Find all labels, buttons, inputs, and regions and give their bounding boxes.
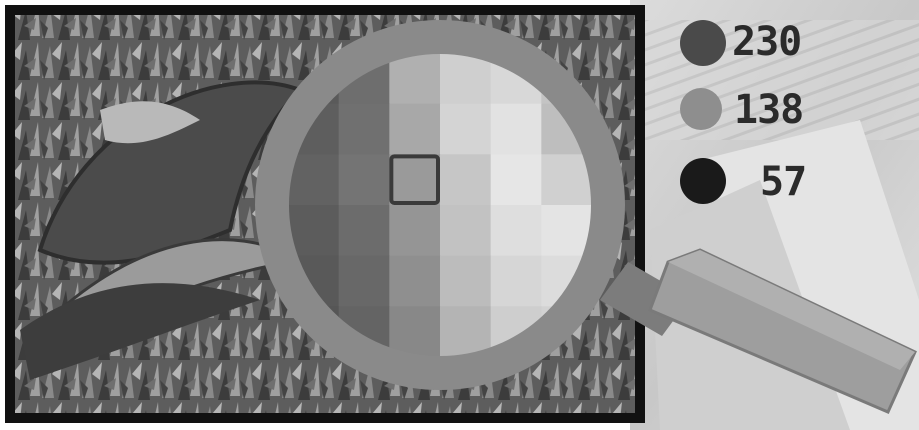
pixel-cell — [288, 205, 340, 257]
pixel-cell — [338, 103, 390, 155]
pixel-cell — [541, 205, 592, 257]
light-gray-dot-icon — [680, 88, 722, 130]
pixel-cell — [389, 154, 441, 206]
pixel-cell — [490, 103, 542, 155]
pixel-cell — [490, 205, 542, 257]
pixel-cell — [490, 255, 542, 307]
value-label-3: 57 — [760, 159, 807, 205]
pixel-cell — [288, 154, 340, 206]
photo-frame — [5, 5, 645, 423]
pixel-cell — [338, 154, 390, 206]
pixel-cell — [440, 103, 492, 155]
pixel-cell — [440, 53, 492, 105]
value-label-1: 230 — [732, 19, 802, 65]
pixel-cell — [541, 154, 592, 206]
black-dot-icon — [680, 158, 726, 204]
pixel-cell — [389, 53, 441, 105]
pixel-cell — [338, 205, 390, 257]
dark-gray-dot-icon — [680, 20, 726, 66]
pixel-cell — [490, 154, 542, 206]
pixel-cell — [389, 255, 441, 307]
magnifier-handle — [600, 248, 917, 414]
pixel-cell — [440, 205, 492, 257]
selected-pixel-marker — [389, 154, 441, 205]
pixel-cell — [440, 154, 492, 206]
magnified-pixel-grid — [288, 53, 592, 357]
pixel-cell — [389, 306, 441, 357]
plant-leaf-highlight — [100, 101, 200, 144]
value-label-2: 138 — [734, 87, 804, 133]
pixel-cell — [338, 255, 390, 307]
plant-leaf-lower — [20, 283, 260, 380]
magnifier-ring — [255, 20, 625, 390]
pixel-cell — [389, 205, 441, 257]
pixel-cell — [440, 306, 492, 357]
pixel-cell — [389, 103, 441, 155]
pixel-cell — [440, 255, 492, 307]
